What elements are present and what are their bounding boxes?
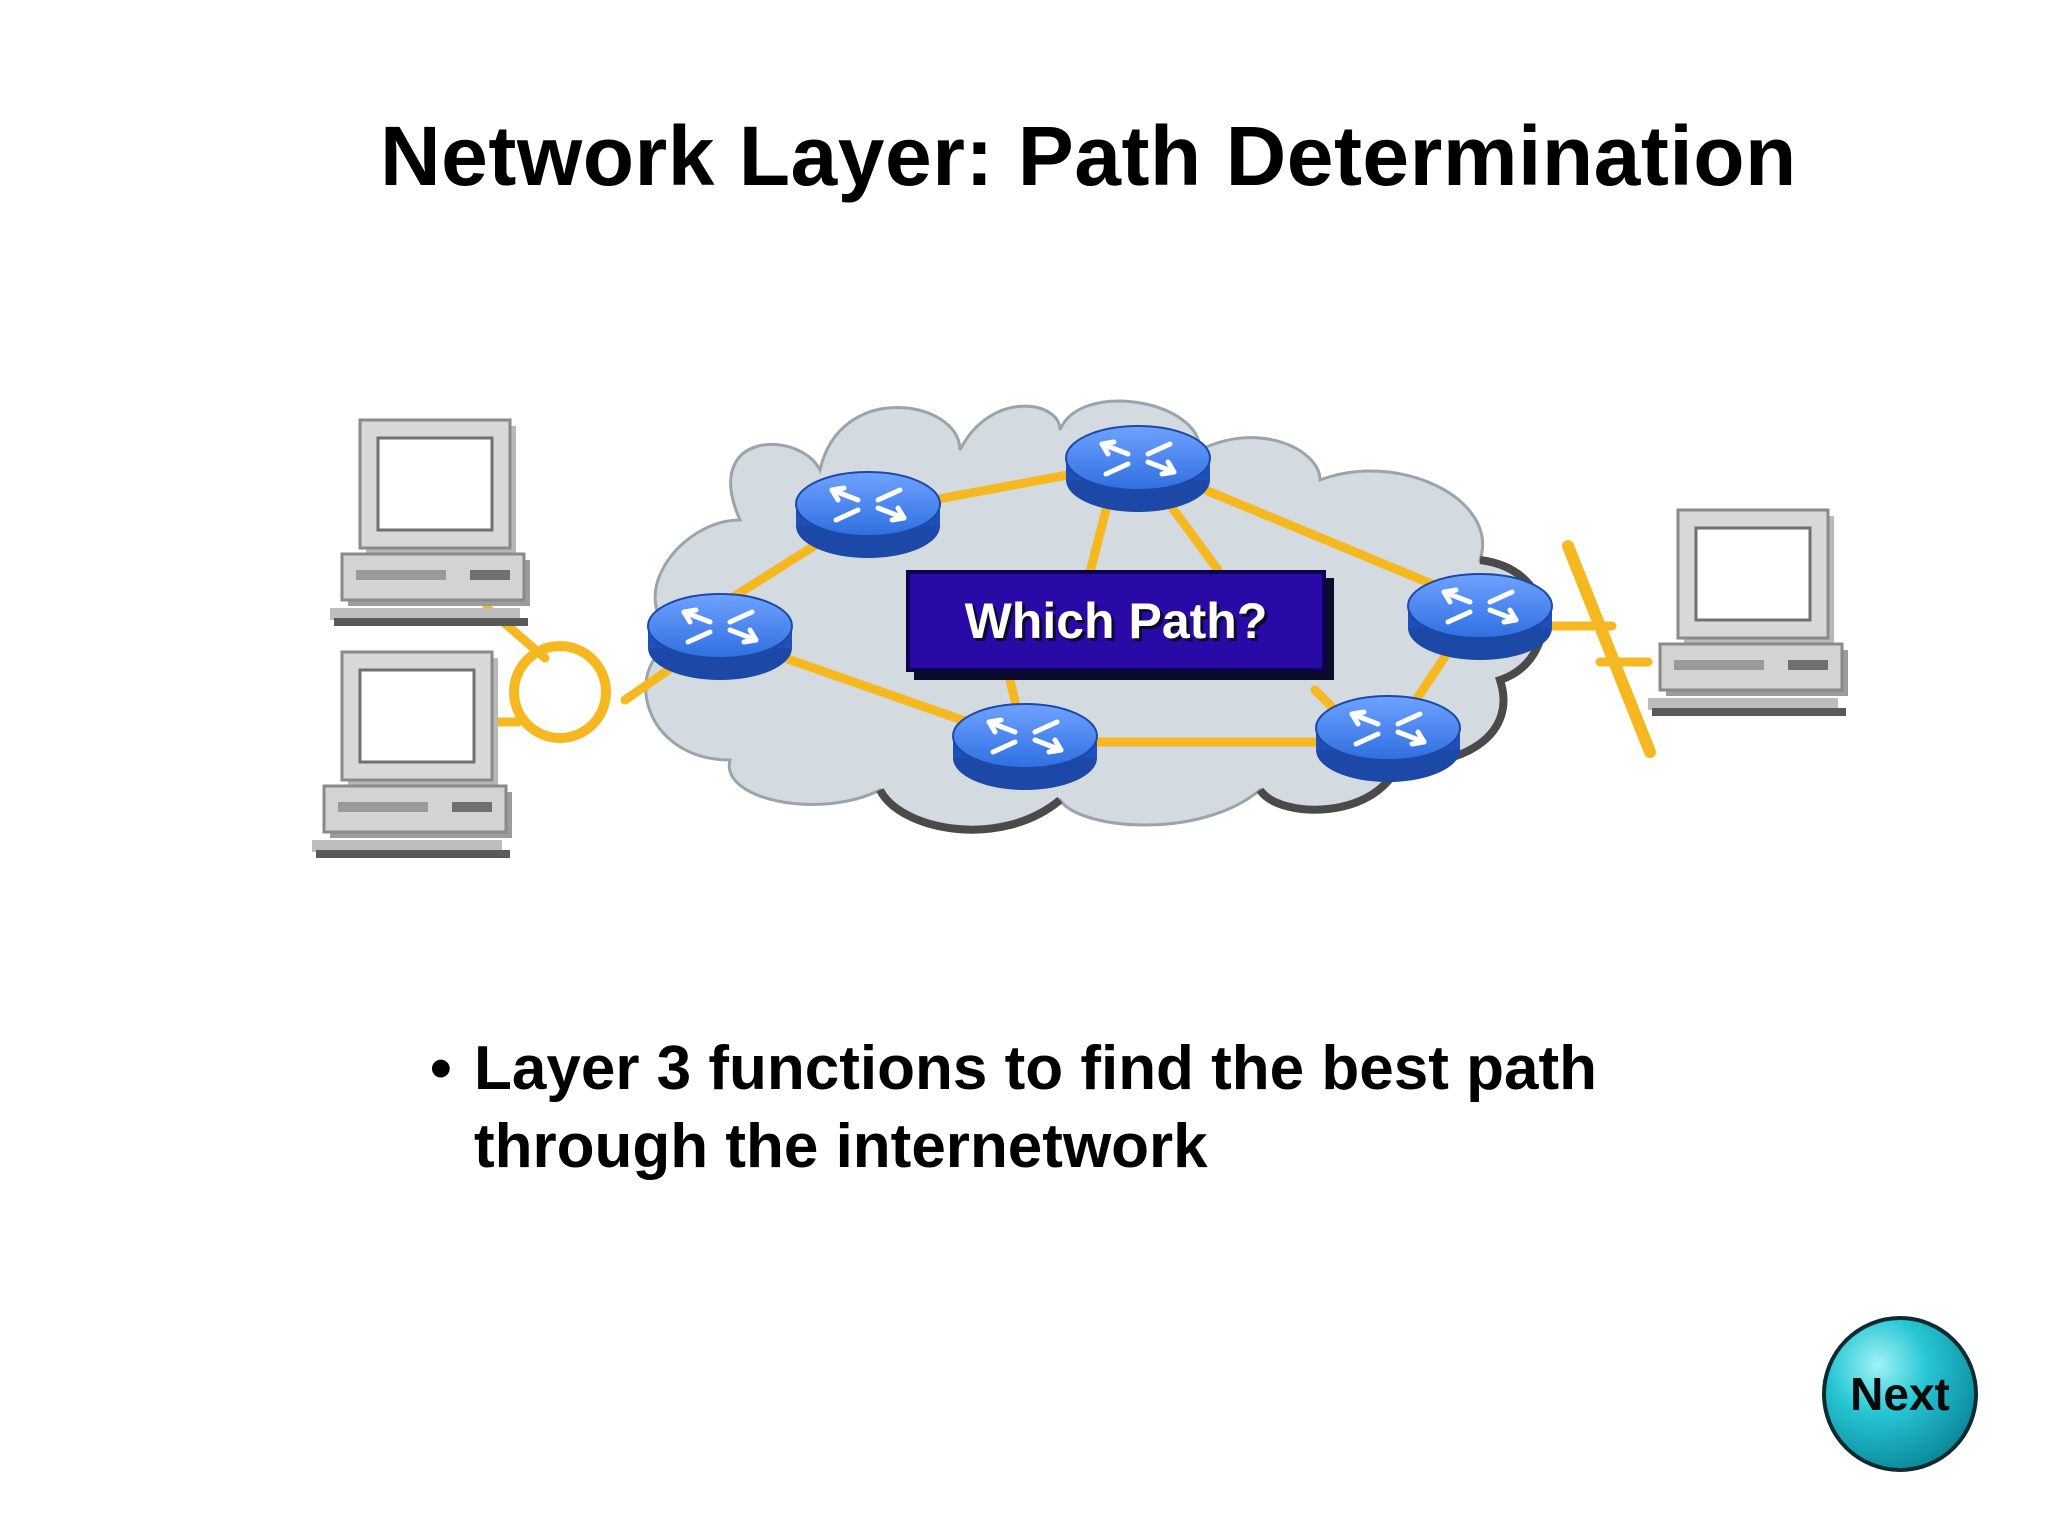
- bullet-text: Layer 3 functions to find the best path …: [474, 1034, 1597, 1181]
- bus-segment-icon: [1562, 540, 1656, 758]
- computer-icon: [1646, 508, 1850, 718]
- list-item: • Layer 3 functions to find the best pat…: [430, 1030, 1830, 1186]
- router-icon: [1066, 426, 1210, 512]
- which-path-label: Which Path?: [906, 570, 1326, 672]
- router-icon: [1408, 574, 1552, 660]
- bullet-marker: •: [430, 1034, 452, 1103]
- router-icon: [953, 704, 1097, 790]
- computer-icon: [328, 418, 532, 628]
- router-icon: [648, 594, 792, 680]
- router-icon: [1316, 696, 1460, 782]
- bullet-list: • Layer 3 functions to find the best pat…: [430, 1030, 1830, 1186]
- computer-icon: [310, 650, 514, 860]
- page-title: Network Layer: Path Determination: [380, 109, 1797, 203]
- ring-hub-icon: [509, 641, 611, 743]
- next-button[interactable]: Next: [1822, 1316, 1978, 1472]
- router-icon: [796, 472, 940, 558]
